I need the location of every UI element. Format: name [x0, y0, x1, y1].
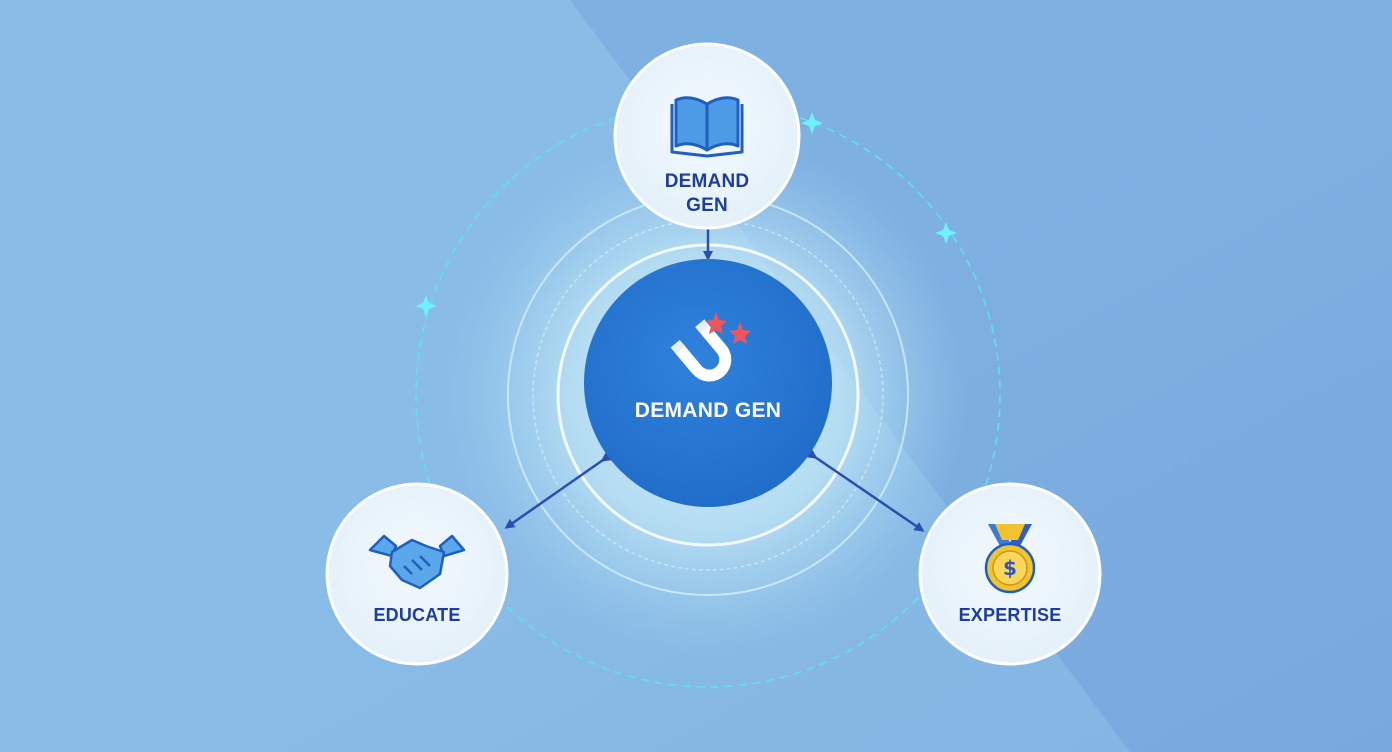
- arrow-center-left: [504, 451, 612, 529]
- node-right-label: EXPERTISE: [930, 604, 1090, 626]
- sparkle-icon: [415, 295, 437, 317]
- handshake-icon: [368, 534, 466, 590]
- node-top-label: DEMAND GEN: [627, 170, 787, 218]
- node-top-label-line: GEN: [686, 195, 728, 216]
- arrow-center-right: [806, 448, 925, 532]
- sparkle-icon: [801, 112, 823, 134]
- orbit-sparkles: [415, 112, 957, 317]
- node-top-label-line: DEMAND: [664, 171, 750, 192]
- node-right-label-line: EXPERTISE: [958, 605, 1062, 625]
- sparkle-icon: [935, 222, 957, 244]
- open-book-icon: [670, 96, 744, 158]
- node-left-label-line: EDUCATE: [373, 605, 461, 625]
- node-left-label: EDUCATE: [337, 604, 497, 626]
- magnet-sparks: [705, 312, 751, 344]
- medal-icon: $: [984, 524, 1036, 594]
- magnet-icon: [670, 319, 732, 382]
- center-circle: [584, 259, 832, 507]
- svg-text:$: $: [1003, 556, 1017, 580]
- glow-ring-mid: [532, 219, 884, 571]
- center-label: DEMAND GEN: [634, 399, 782, 422]
